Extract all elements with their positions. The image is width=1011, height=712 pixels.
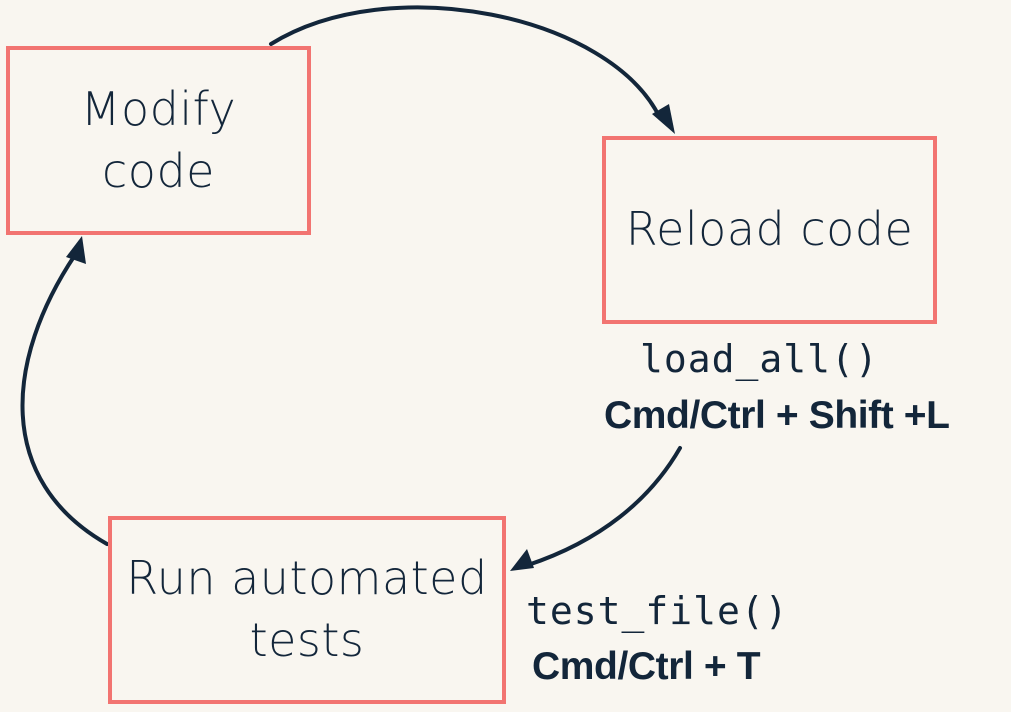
- arrow-head-reload: [652, 104, 675, 134]
- arrow-head-modify: [66, 236, 86, 264]
- modify-code-label: Modify code: [80, 81, 237, 198]
- test-file-function: test_file(): [526, 589, 789, 633]
- arrow-reload-to-tests: [526, 446, 682, 567]
- test-file-shortcut: Cmd/Ctrl + T: [532, 645, 761, 688]
- load-all-shortcut: Cmd/Ctrl + Shift +L: [604, 394, 950, 437]
- arrow-head-tests: [510, 549, 534, 571]
- run-tests-label: Run automated tests: [126, 551, 488, 667]
- reload-code-step: Reload code: [602, 136, 937, 324]
- reload-code-label: Reload code: [625, 202, 914, 257]
- arrow-modify-to-reload: [269, 5, 662, 120]
- arrow-tests-to-modify: [20, 253, 109, 546]
- run-tests-step: Run automated tests: [108, 516, 506, 704]
- load-all-function: load_all(): [640, 337, 879, 381]
- modify-code-step: Modify code: [6, 46, 311, 235]
